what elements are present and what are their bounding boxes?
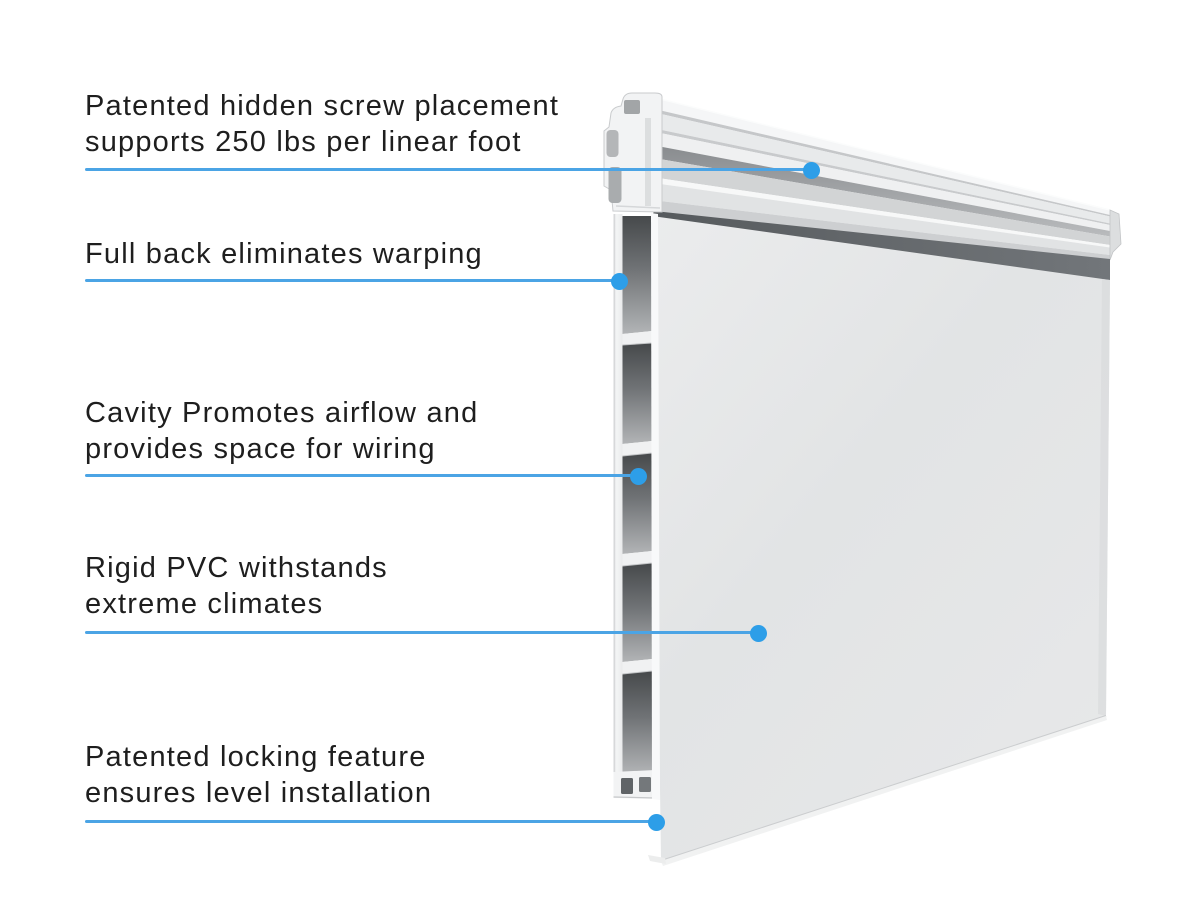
callout-rigid-pvc-line2: extreme climates [85, 588, 324, 620]
cavity-ribs [622, 331, 653, 675]
back-wall-cut-edge [613, 214, 623, 798]
callout-full-back: Full back eliminates warping [85, 236, 483, 272]
leader-dot-locking-feature [648, 814, 665, 831]
callout-cavity-airflow-line1: Cavity Promotes airflow and [85, 397, 479, 429]
callout-locking-feature: Patented locking feature ensures level i… [85, 739, 432, 811]
cavity-cells [622, 216, 653, 774]
leader-dot-cavity-airflow [630, 468, 647, 485]
callout-hidden-screw-line1: Patented hidden screw placement [85, 90, 560, 122]
leader-line-full-back [85, 279, 619, 282]
rail-shadow-gap [652, 211, 1110, 281]
callout-full-back-line1: Full back eliminates warping [85, 238, 483, 270]
front-wall-cut-edge [651, 213, 660, 800]
panel-face [648, 216, 1110, 866]
leader-line-rigid-pvc [85, 631, 758, 634]
locking-feature [613, 770, 657, 799]
leader-dot-rigid-pvc [750, 625, 767, 642]
leader-line-locking-feature [85, 820, 656, 823]
leader-line-hidden-screw [85, 168, 811, 171]
callout-locking-feature-line1: Patented locking feature [85, 741, 427, 773]
rail-cut-face [603, 92, 663, 213]
callout-hidden-screw: Patented hidden screw placement supports… [85, 88, 559, 160]
callout-locking-feature-line2: ensures level installation [85, 777, 433, 809]
leader-line-cavity-airflow [85, 474, 638, 477]
leader-dot-full-back [611, 273, 628, 290]
callout-cavity-airflow-line2: provides space for wiring [85, 433, 436, 465]
callout-cavity-airflow: Cavity Promotes airflow and provides spa… [85, 395, 478, 467]
callout-hidden-screw-line2: supports 250 lbs per linear foot [85, 126, 522, 158]
callout-rigid-pvc: Rigid PVC withstands extreme climates [85, 550, 388, 622]
leader-dot-hidden-screw [803, 162, 820, 179]
callout-rigid-pvc-line1: Rigid PVC withstands [85, 552, 388, 584]
top-rail [647, 95, 1122, 261]
